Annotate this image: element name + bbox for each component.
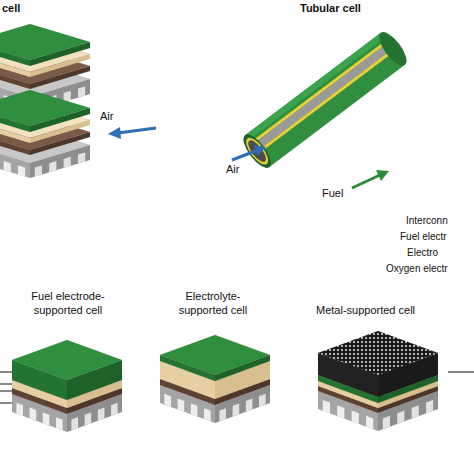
gas-channel — [352, 411, 359, 425]
view-title: cell — [2, 2, 20, 16]
gas-channel — [204, 408, 211, 421]
gas-channel — [366, 416, 373, 429]
gas-channel — [191, 403, 198, 416]
layer-label: Interconn — [406, 215, 448, 228]
cell-layer — [12, 340, 122, 400]
tube-opening — [245, 138, 269, 165]
gas-channel — [98, 408, 105, 421]
arrow-head — [108, 127, 121, 139]
leader-line — [0, 403, 12, 404]
arrow-head — [376, 170, 389, 181]
gas-channel — [397, 411, 404, 425]
cell-type-title: Electrolyte- supported cell — [170, 290, 256, 318]
layer-label: Electro — [407, 247, 438, 260]
view-title: Tubular cell — [300, 2, 361, 16]
gas-channel — [259, 394, 266, 407]
flow-label: Air — [100, 110, 113, 124]
gas-channel — [323, 400, 330, 413]
gas-channel — [219, 408, 226, 421]
tube-opening — [242, 134, 272, 167]
layer-top — [318, 331, 438, 375]
cell-type-title: Fuel electrode- supported cell — [22, 290, 114, 318]
layer-top — [160, 335, 270, 375]
gas-channel — [78, 152, 85, 163]
layer-label: Fuel electr — [400, 231, 447, 244]
gas-channel — [337, 405, 344, 419]
leader-line — [0, 391, 12, 392]
arrow-head — [254, 145, 266, 156]
gas-channel — [111, 403, 118, 416]
layer-label: Oxygen electr — [386, 263, 448, 276]
tube-opening — [239, 130, 276, 172]
tube-stripe — [250, 40, 388, 145]
gas-channel — [30, 408, 37, 421]
tube-body — [245, 33, 405, 167]
gas-channel — [426, 400, 433, 413]
air-arrow — [232, 150, 258, 160]
tube-stripe — [252, 42, 393, 151]
cell-layer — [160, 335, 270, 381]
gas-channel — [246, 399, 253, 412]
leader-lines — [0, 372, 474, 403]
gas-channel — [49, 161, 56, 172]
gas-channel — [85, 412, 92, 425]
gas-channel — [233, 403, 240, 416]
flow-arrows — [108, 127, 389, 188]
layer-top — [0, 24, 90, 60]
cell-layer — [318, 331, 438, 397]
cell-stacks — [0, 24, 438, 432]
gas-channel — [4, 161, 11, 172]
tubular-cell — [239, 28, 412, 172]
layer-top — [0, 90, 90, 126]
gas-channel — [78, 86, 85, 97]
gas-channel — [43, 412, 50, 425]
gas-channel — [16, 403, 23, 416]
gas-channel — [35, 165, 42, 176]
leader-line — [448, 372, 474, 373]
gas-channel — [178, 399, 185, 412]
cell-layer — [0, 90, 90, 132]
gas-channel — [412, 405, 419, 419]
gas-channel — [18, 165, 25, 176]
flow-label: Fuel — [322, 187, 343, 201]
gas-channel — [71, 417, 78, 430]
leader-line — [0, 384, 12, 385]
flow-label: Air — [226, 163, 239, 177]
fuel-arrow — [352, 175, 380, 188]
tube-stripe — [257, 49, 395, 154]
gas-channel — [64, 157, 71, 168]
tube-highlight — [245, 33, 384, 140]
gas-channel — [383, 416, 390, 429]
gas-channel — [164, 394, 171, 407]
gas-channel — [56, 417, 63, 430]
cell-type-title: Metal-supported cell — [316, 304, 415, 318]
layer-top — [12, 340, 122, 380]
tube-end — [374, 28, 411, 70]
leader-line — [0, 372, 12, 373]
air-arrow — [118, 128, 156, 133]
cell-layer — [0, 24, 90, 66]
